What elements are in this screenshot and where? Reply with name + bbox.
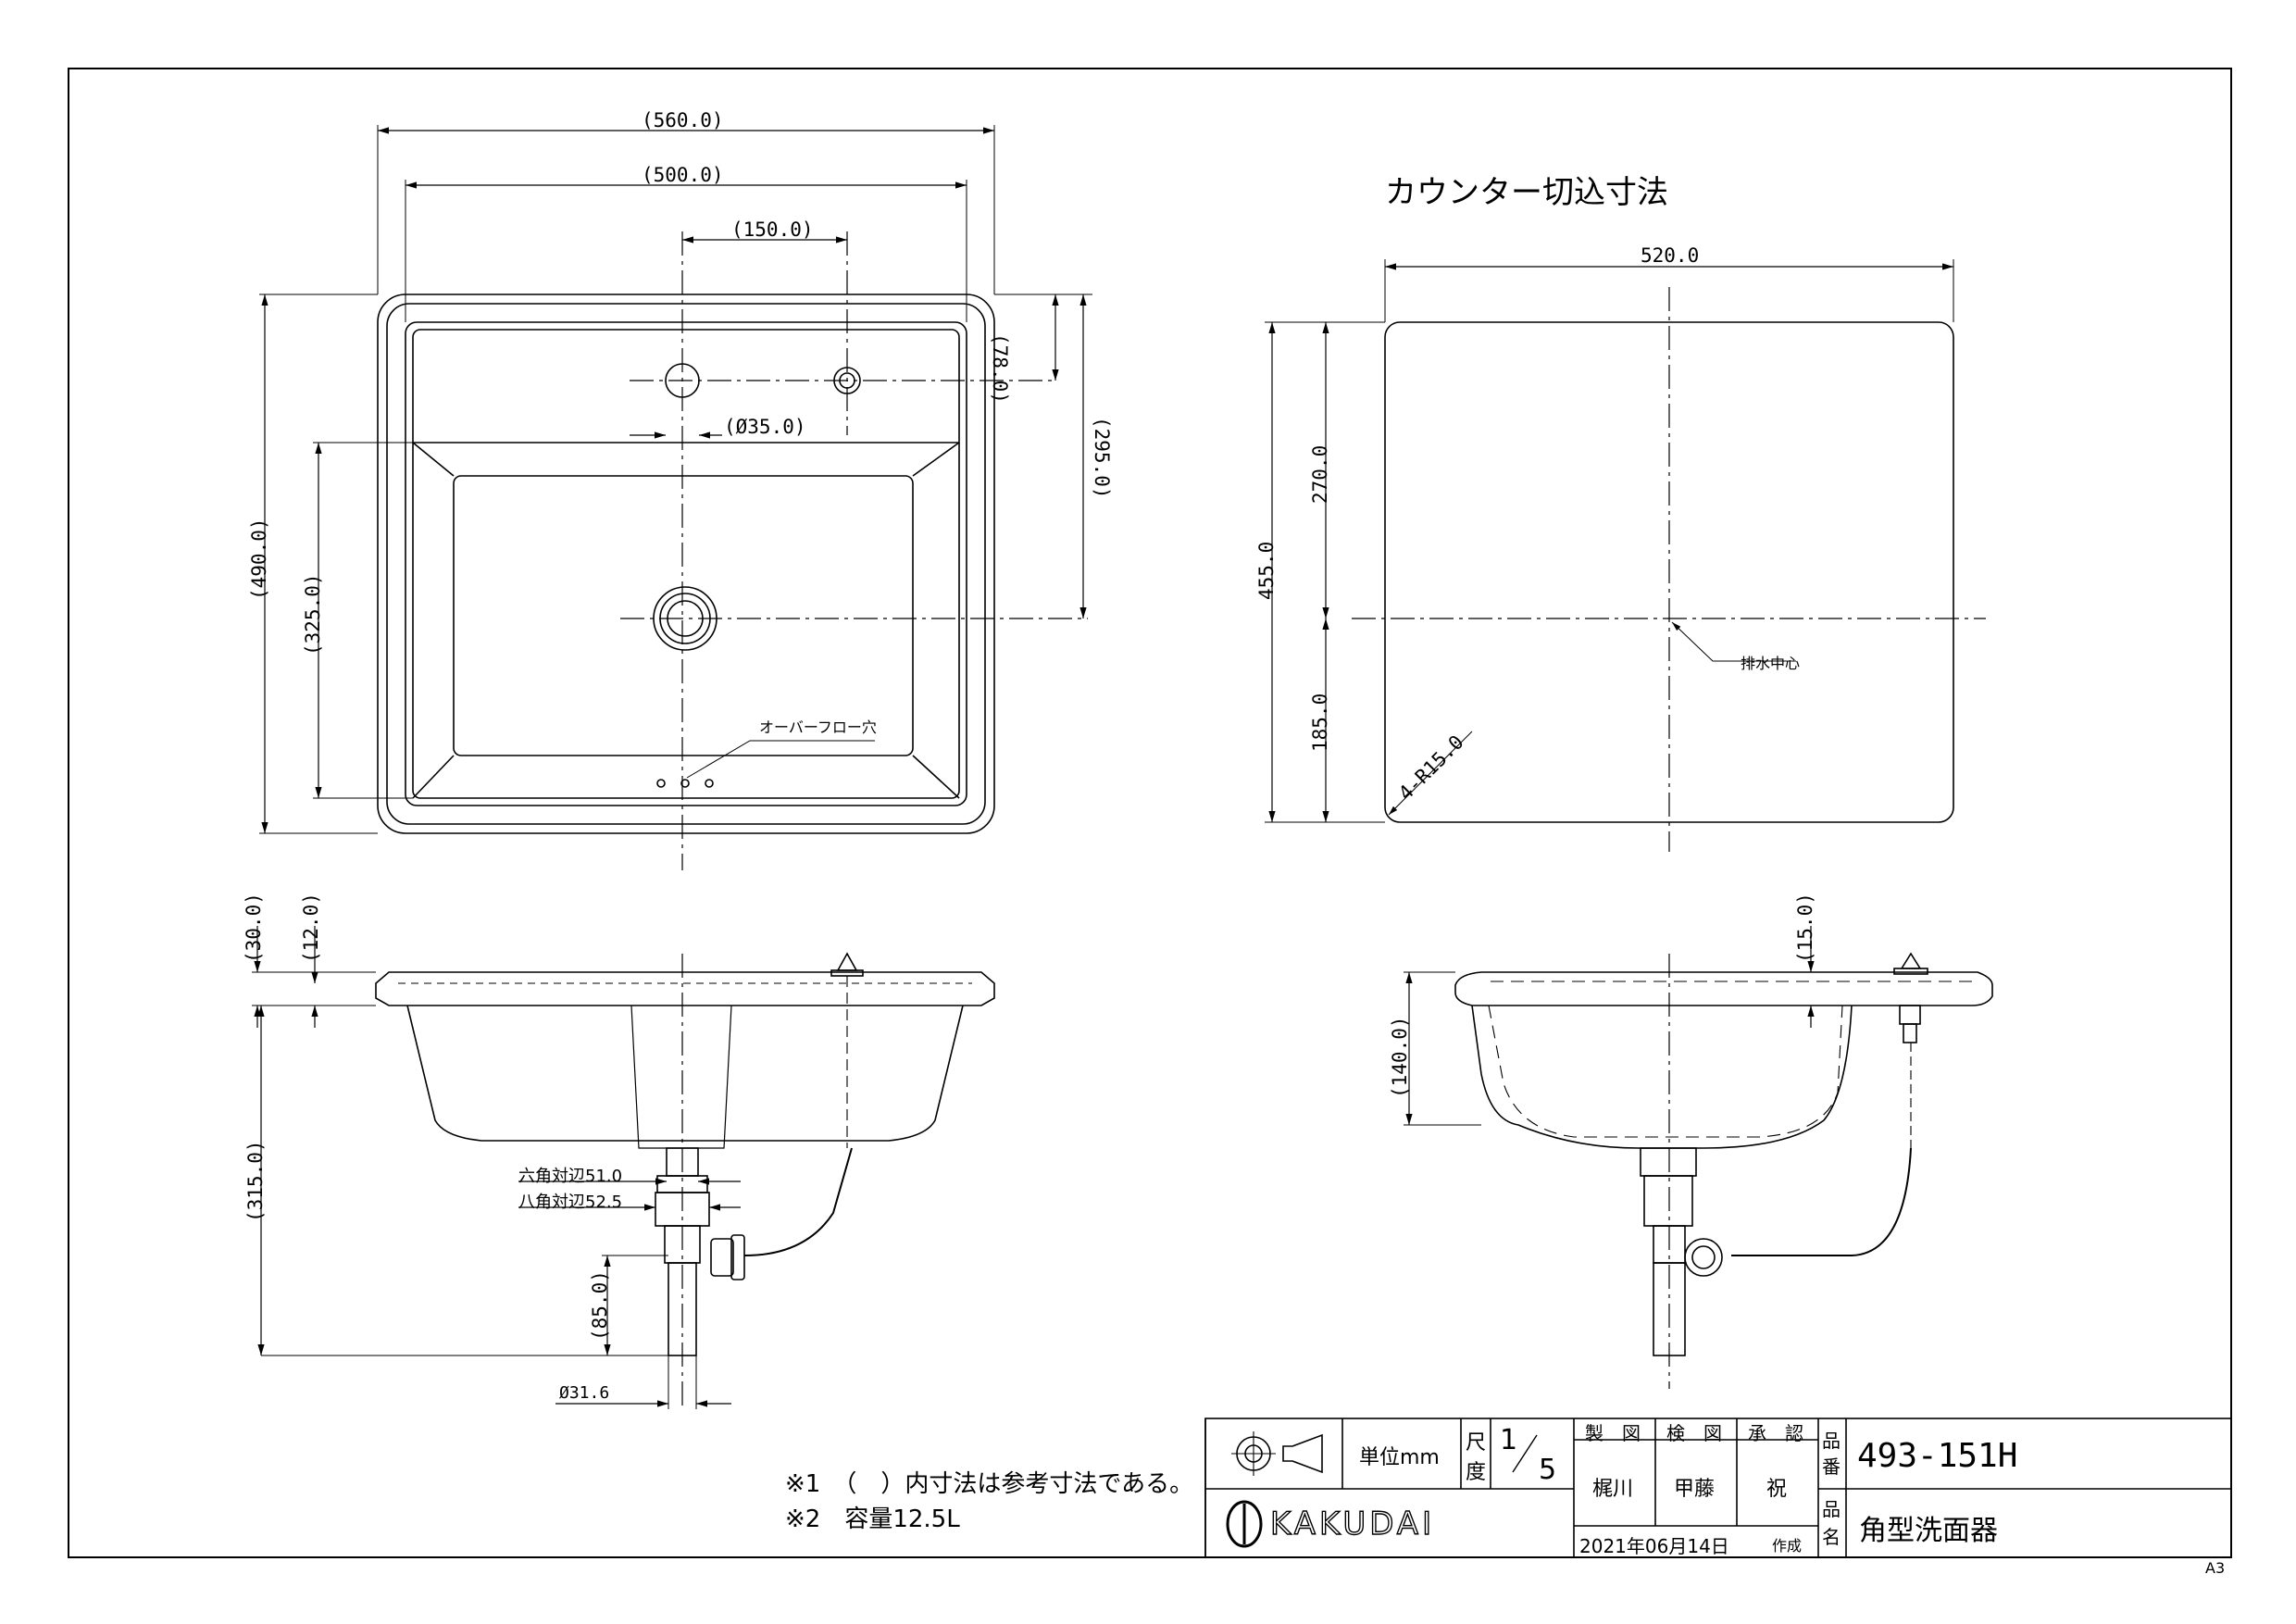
side-view [1404,926,1993,1389]
dim-rim-height: (30.0) [243,893,265,963]
drawn-by: 梶川 [1592,1478,1634,1501]
dim-side-rim: (15.0) [1794,893,1816,963]
dim-trap-height: (85.0) [589,1270,611,1341]
cutout-title: カウンター切込寸法 [1385,174,1668,211]
basin-outer-rim [377,294,995,834]
part-number: 493-151H [1857,1437,2018,1475]
front-bowl [406,1005,964,1142]
part-name-label-a: 品 [1822,1498,1841,1520]
approved-by: 祝 [1766,1478,1788,1501]
kakudai-logo-mark [1226,1500,1263,1548]
cutout-view [1265,259,1986,852]
hex-label: 六角対辺51.0 [518,1167,623,1186]
sheet-border [68,68,2232,1558]
dim-inner-width: (500.0) [642,164,724,186]
scale-label-b: 度 [1466,1461,1487,1484]
bowl-inner [453,475,914,756]
dim-cutout-upper: 270.0 [1309,444,1331,504]
note-2: ※2 容量12.5L [785,1505,960,1533]
title-block [1204,1418,2232,1558]
dim-cutout-lower: 185.0 [1309,693,1331,752]
dim-to-drain: (295.0) [1091,417,1113,499]
front-view [252,926,995,1409]
dim-overall-depth: (490.0) [248,518,270,600]
note-1: ※1 （ ）内寸法は参考寸法である。 [785,1470,1194,1498]
checked-by: 甲藤 [1674,1478,1716,1501]
approved-header: 承 認 [1748,1422,1803,1444]
scale-label-a: 尺 [1466,1431,1487,1455]
dim-corner-radius: 4-R15.0 [1394,731,1468,805]
brand-name: KAKUDAI [1269,1505,1436,1543]
dim-faucet-hole-dia: (Ø35.0) [724,416,806,438]
oct-label: 八角対辺52.5 [518,1193,623,1212]
part-name: 角型洗面器 [1859,1515,1998,1547]
dim-total-height: (315.0) [244,1140,267,1222]
scale-numerator: 1 [1500,1424,1518,1456]
dim-top-depth: (78.0) [989,333,1011,404]
unit-label: 単位mm [1359,1446,1440,1469]
dim-faucet-offset: (150.0) [731,219,814,241]
part-name-label-b: 名 [1822,1526,1841,1548]
drain-center-label: 排水中心 [1741,655,1801,672]
dim-bowl-height: (140.0) [1389,1016,1411,1098]
dim-bowl-depth: (325.0) [302,573,324,656]
sheet-size: A3 [2205,1559,2226,1577]
dim-pipe-dia: Ø31.6 [559,1383,610,1403]
date: 2021年06月14日 [1579,1535,1729,1557]
made-label: 作成 [1772,1537,1803,1555]
checked-header: 検 図 [1666,1422,1722,1444]
dim-rim-thickness: (12.0) [300,893,322,963]
part-no-label-b: 番 [1822,1455,1841,1478]
dim-overall-width: (560.0) [642,109,724,131]
drawn-header: 製 図 [1585,1422,1641,1444]
dim-cutout-depth: 455.0 [1255,541,1278,600]
part-no-label-a: 品 [1822,1430,1841,1452]
scale-denominator: 5 [1539,1454,1557,1486]
overflow-label: オーバーフロー穴 [759,718,877,736]
plan-view [259,125,1092,870]
dim-cutout-width: 520.0 [1641,244,1700,267]
